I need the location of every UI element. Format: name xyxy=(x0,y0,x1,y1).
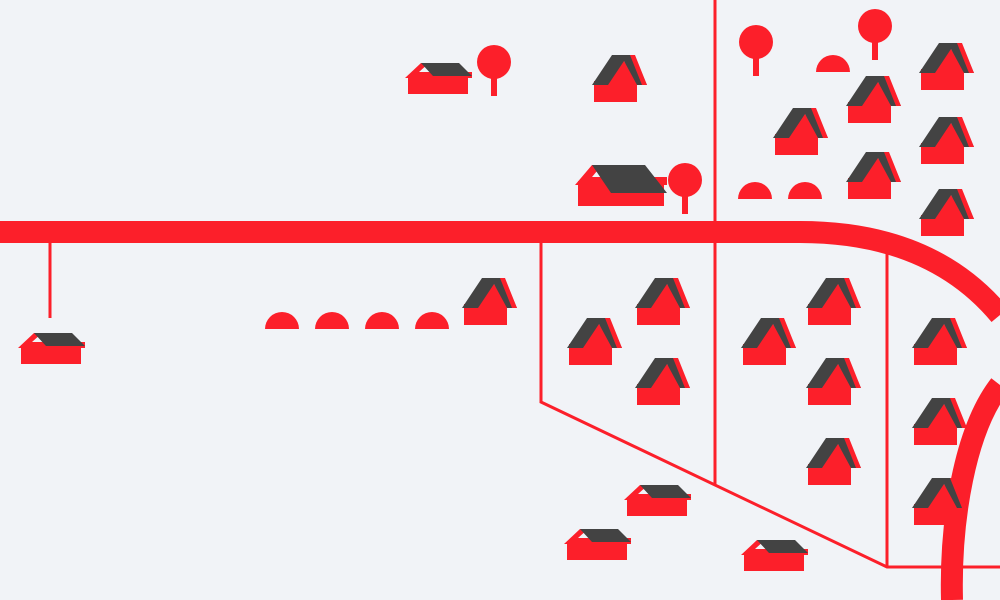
trees xyxy=(477,9,892,214)
house-icon xyxy=(806,438,861,485)
bush-icon xyxy=(365,312,399,329)
curved-road-right xyxy=(940,378,1000,600)
bush-icon xyxy=(415,312,449,329)
bush-icon xyxy=(816,55,850,72)
house-icon xyxy=(741,540,808,571)
house-icon xyxy=(635,358,690,405)
house-icon xyxy=(806,278,861,325)
houses xyxy=(18,43,974,571)
house-icon xyxy=(741,318,796,365)
bush-icon xyxy=(315,312,349,329)
house-icon xyxy=(405,63,472,94)
house-icon xyxy=(919,43,974,90)
house-icon xyxy=(919,117,974,164)
house-icon xyxy=(806,358,861,405)
house-icon xyxy=(592,55,647,102)
house-icon xyxy=(575,165,667,206)
house-icon xyxy=(912,478,967,525)
bush-icon xyxy=(788,182,822,199)
house-icon xyxy=(567,318,622,365)
house-icon xyxy=(462,278,517,325)
house-icon xyxy=(635,278,690,325)
house-icon xyxy=(912,398,967,445)
house-icon xyxy=(846,76,901,123)
house-icon xyxy=(773,108,828,155)
house-icon xyxy=(624,485,691,516)
tree-icon xyxy=(668,163,702,214)
bushes xyxy=(265,55,850,329)
tree-icon xyxy=(739,25,773,76)
house-icon xyxy=(846,152,901,199)
tree-icon xyxy=(858,9,892,60)
house-icon xyxy=(912,318,967,365)
bush-icon xyxy=(738,182,772,199)
tree-icon xyxy=(477,45,511,96)
main-road xyxy=(0,221,1000,323)
house-icon xyxy=(919,189,974,236)
house-icon xyxy=(564,529,631,560)
bush-icon xyxy=(265,312,299,329)
house-icon xyxy=(18,333,85,364)
